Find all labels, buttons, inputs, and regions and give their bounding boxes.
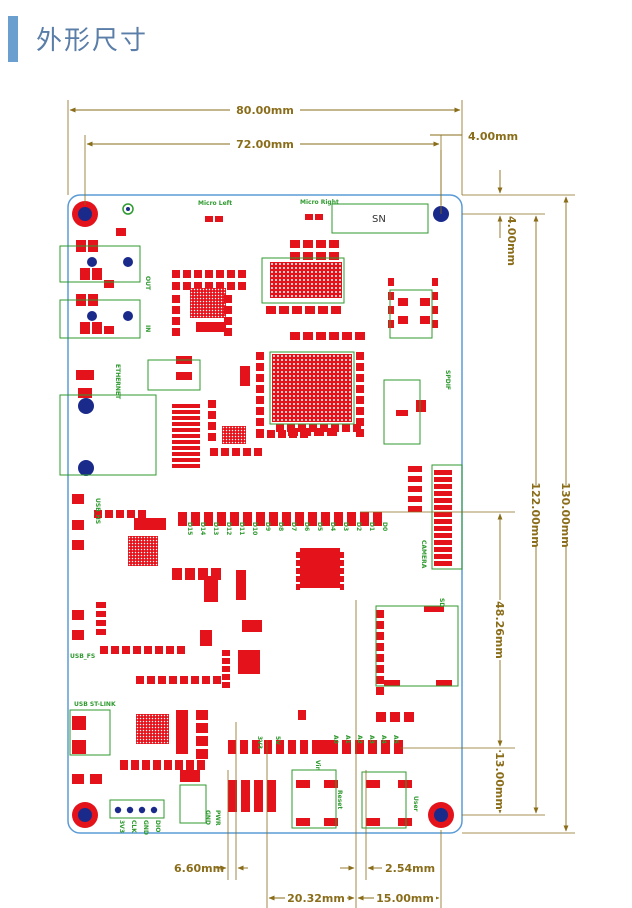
header-label-d6: D6 (303, 522, 310, 531)
label-pwr: PWR (214, 810, 221, 826)
dim-left-offset: 6.60mm (174, 862, 224, 875)
header-label-d9: D9 (264, 522, 271, 531)
header-label-d2: D2 (355, 522, 362, 531)
header-label-d1: D1 (368, 522, 375, 531)
header-label-d14: D14 (199, 522, 206, 535)
extension-lines (67, 100, 575, 908)
dim-right-span: 15.00mm (376, 892, 434, 905)
label-audio-in: IN (144, 325, 151, 332)
header-label-a2: A2 (356, 735, 363, 744)
header-label-d12: D12 (225, 522, 232, 535)
dim-header-offset: 13.00mm (493, 752, 506, 810)
label-usb-fs: USB_FS (70, 653, 95, 660)
swd-label-gnd: GND (142, 820, 149, 835)
label-audio-out: OUT (144, 276, 151, 291)
label-spdif: SPDIF (444, 370, 451, 390)
label-micro-left: Micro Left (198, 200, 232, 207)
dim-pitch: 2.54mm (385, 862, 435, 875)
header-pin-labels: D15 D14 D13 D12 D11 D10 D9 D8 D7 D6 D5 D4 D3 D2 D1 D0A0… (118, 522, 399, 835)
header-label-d4: D4 (329, 522, 336, 531)
dim-board-height: 130.00mm (559, 482, 572, 547)
header-label-d7: D7 (290, 522, 297, 531)
dim-hole-offset-y: 4.00mm (505, 216, 518, 266)
swd-label-clk: CLK (130, 820, 137, 833)
header-label-d10: D10 (251, 522, 258, 535)
label-sd: SD (438, 598, 445, 607)
label-sn: SN (372, 214, 386, 225)
silkscreen-outlines (59, 203, 463, 829)
header-label-d0: D0 (381, 522, 388, 531)
header-label-d15: D15 (186, 522, 193, 535)
header-label-d5: D5 (316, 522, 323, 531)
header-label-d3: D3 (342, 522, 349, 531)
label-usb-stlink: USB ST-LINK (74, 701, 116, 708)
dim-hole-spacing-x: 72.00mm (236, 138, 294, 151)
label-gnd: GND (204, 810, 211, 825)
dim-sd-offset: 48.26mm (493, 601, 506, 659)
label-micro-right: Micro Right (300, 199, 339, 206)
header-label-d8: D8 (277, 522, 284, 531)
mounting-holes (72, 201, 454, 828)
header-label-d13: D13 (212, 522, 219, 535)
page-title: 外形尺寸 (36, 26, 149, 56)
label-5v: 5V (274, 736, 281, 745)
label-usb-hs: USB_HS (94, 498, 101, 524)
header-label-a1: A1 (344, 735, 351, 744)
pcb-components (72, 214, 452, 826)
dim-hole-spacing-y: 122.00mm (529, 482, 542, 547)
label-reset: Reset (336, 790, 343, 809)
dim-hole-offset-x: 4.00mm (468, 130, 518, 143)
dim-board-width: 80.00mm (236, 104, 294, 117)
label-camera: CAMERA (420, 540, 427, 569)
header-label-a3: A3 (368, 735, 375, 744)
dim-header-span: 20.32mm (287, 892, 345, 905)
label-user: User (412, 796, 419, 812)
label-vin: Vin (314, 760, 321, 771)
label-ethernet: ETHERNET (114, 364, 121, 400)
header-accent-bar (8, 16, 18, 62)
label-3v3: 3V3 (256, 736, 263, 749)
header-label-a0: A0 (332, 735, 339, 744)
header-label-d11: D11 (238, 522, 245, 535)
swd-label-dio: DIO (154, 820, 161, 832)
swd-label-3v3: 3V3 (118, 820, 125, 833)
header-label-a4: A4 (380, 735, 387, 744)
header-label-a5: A5 (392, 735, 399, 744)
